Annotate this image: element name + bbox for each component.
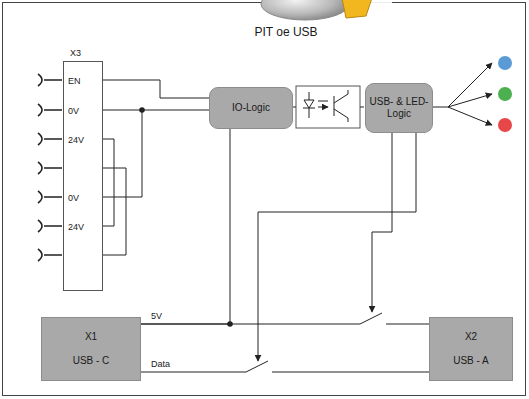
usb-port-box: X2USB - A	[429, 317, 513, 381]
green-led	[498, 87, 512, 101]
pin-name: 24V	[68, 135, 84, 146]
signal-wire	[141, 361, 429, 372]
signal-name: 5V	[150, 311, 163, 322]
signal-wire	[103, 80, 209, 98]
optocoupler-symbol	[292, 86, 364, 128]
pin-name: 0V	[68, 106, 79, 117]
bridge-wires	[102, 110, 142, 255]
signal-wire	[103, 110, 209, 111]
signal-wire	[141, 129, 230, 324]
red-led	[498, 118, 512, 132]
pin-name: 24V	[68, 222, 84, 233]
port-type: USB - C	[73, 355, 110, 367]
usb-port-box: X1USB - C	[41, 317, 141, 381]
pin-name: EN	[68, 76, 81, 87]
logic-block: USB- & LED- Logic	[365, 83, 433, 133]
terminal-name: X3	[70, 48, 81, 59]
block-name: USB- & LED- Logic	[369, 96, 429, 120]
signal-wire	[141, 313, 429, 324]
pin-name: 0V	[68, 193, 79, 204]
block-name: IO-Logic	[232, 102, 270, 114]
product-photo	[0, 0, 529, 24]
port-type: USB - A	[453, 355, 489, 367]
device-housing: PIT oe USB X3EN 0V 24V 0V 24V IO-Logic USB- & L…	[2, 2, 526, 396]
terminal-block: X3EN0V24V0V24V	[63, 61, 103, 291]
led-arrows	[428, 63, 492, 125]
pin-connectors	[38, 74, 62, 261]
logic-block: IO-Logic	[209, 87, 293, 129]
port-name: X2	[465, 331, 477, 343]
device-title: PIT oe USB	[231, 25, 341, 39]
port-name: X1	[85, 331, 97, 343]
control-lines	[258, 132, 416, 361]
blue-led	[498, 56, 512, 70]
signal-name: Data	[150, 359, 171, 370]
